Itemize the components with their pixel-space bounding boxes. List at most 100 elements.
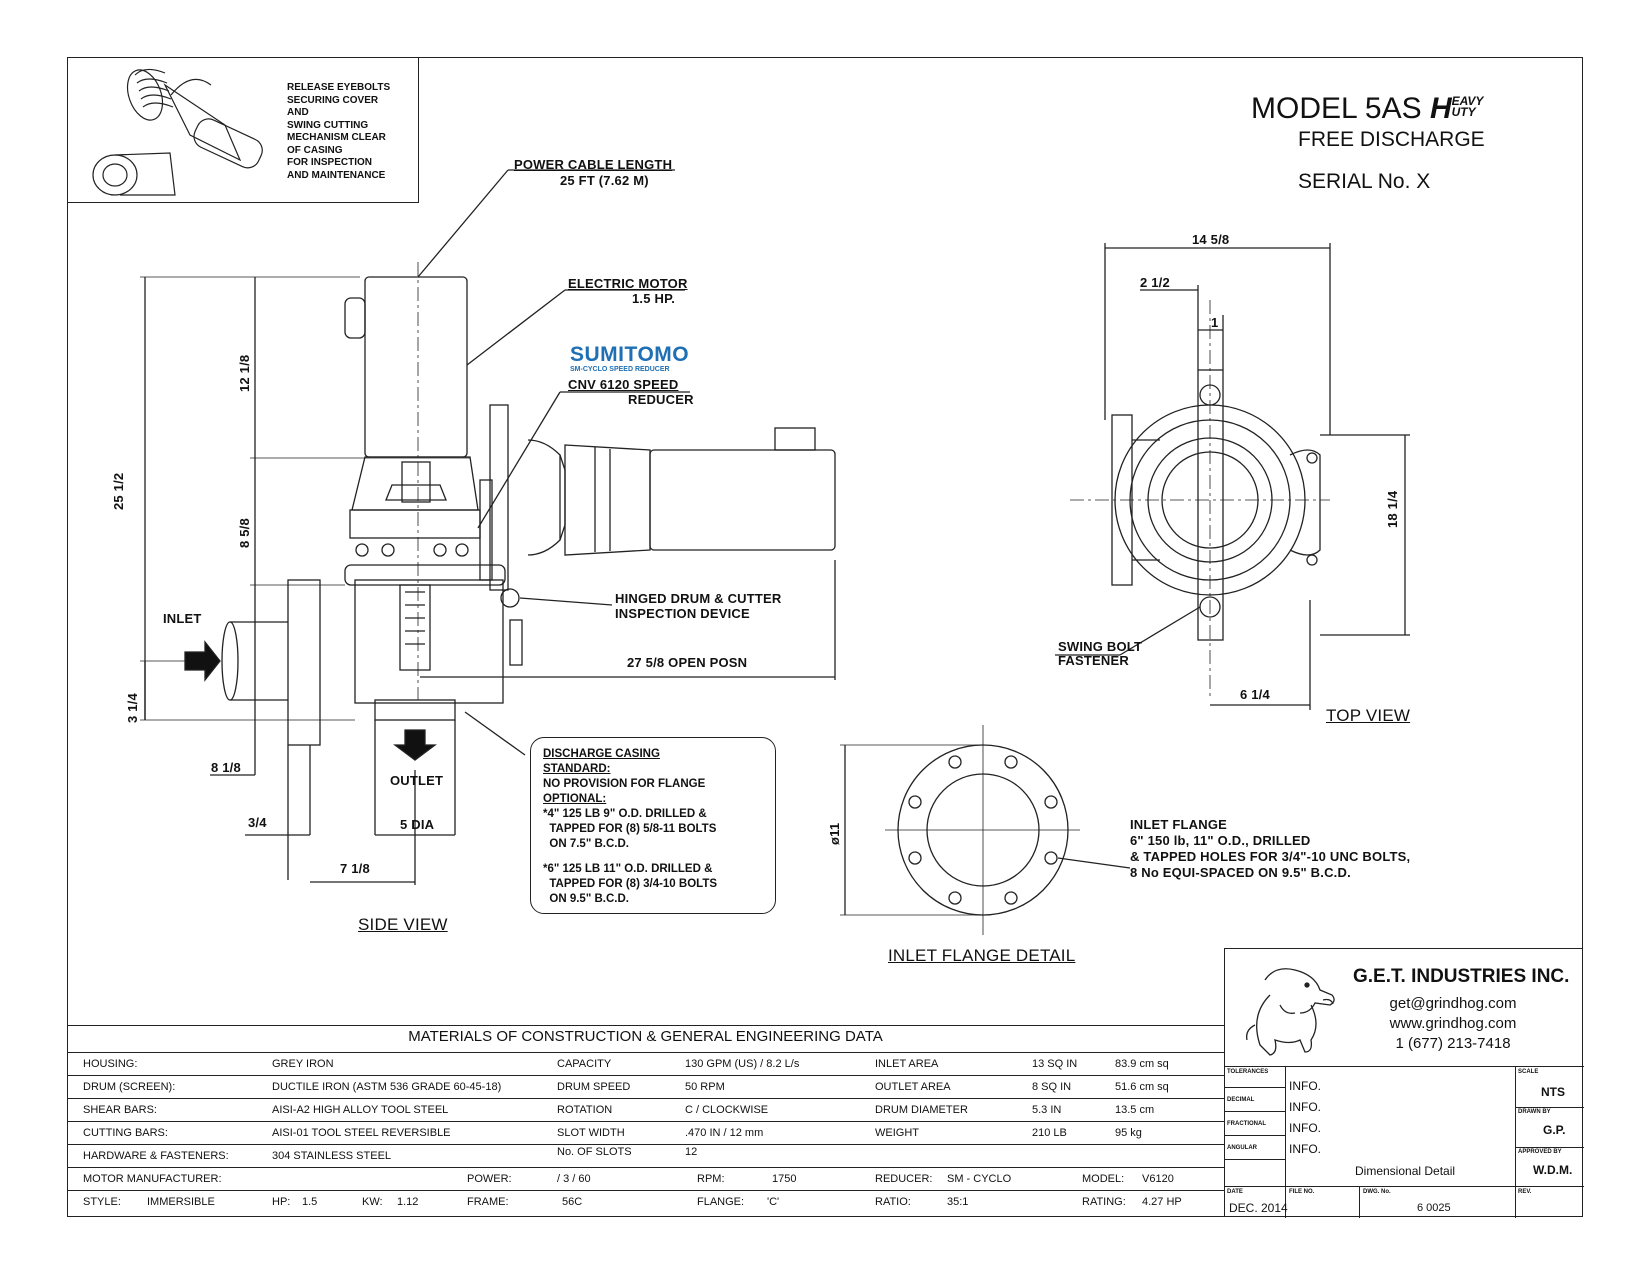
- dim-8-1-8: 8 1/8: [211, 760, 241, 775]
- info-3: INFO.: [1289, 1121, 1321, 1135]
- fractional-label: FRACTIONAL: [1227, 1121, 1266, 1127]
- tb-grid: [1225, 1087, 1285, 1088]
- discharge-casing-note: DISCHARGE CASING STANDARD: NO PROVISION …: [530, 737, 776, 914]
- table-cell: AISI-01 TOOL STEEL REVERSIBLE: [272, 1127, 451, 1139]
- date-value: DEC. 2014: [1229, 1201, 1288, 1215]
- dim-18-1-4: 18 1/4: [1385, 490, 1400, 528]
- discharge-line-8: *6" 125 LB 11" O.D. DRILLED &: [543, 863, 713, 875]
- open-posn-dim: 27 5/8 OPEN POSN: [627, 655, 748, 670]
- reducer-label: CNV 6120 SPEED: [568, 377, 679, 392]
- power-value: / 3 / 60: [557, 1173, 591, 1185]
- table-cell: SLOT WIDTH: [557, 1127, 625, 1139]
- table-cell: DRUM (SCREEN):: [83, 1081, 176, 1093]
- table-row: DRUM (SCREEN): DUCTILE IRON (ASTM 536 GR…: [67, 1076, 1224, 1099]
- discharge-line-6: ON 7.5" B.C.D.: [543, 838, 629, 850]
- top-view-title: TOP VIEW: [1326, 706, 1411, 725]
- tb-grid: [1225, 1186, 1584, 1187]
- scale-value: NTS: [1541, 1085, 1565, 1099]
- drawn-by-value: G.P.: [1543, 1123, 1566, 1137]
- dim-12-1-8: 12 1/8: [237, 354, 252, 392]
- power-cable-label: POWER CABLE LENGTH: [514, 157, 673, 172]
- kw-label: KW:: [362, 1196, 383, 1208]
- flange-diameter: ø11: [827, 822, 842, 845]
- motor-row: MOTOR MANUFACTURER: POWER: / 3 / 60 RPM:…: [67, 1168, 1224, 1191]
- table-cell: HARDWARE & FASTENERS:: [83, 1150, 229, 1162]
- table-cell: 210 LB: [1032, 1127, 1067, 1139]
- dim-3-4: 3/4: [248, 815, 267, 830]
- reducer-label-2: REDUCER: [628, 392, 694, 407]
- company-email: get@grindhog.com: [1389, 995, 1517, 1012]
- info-4: INFO.: [1289, 1142, 1321, 1156]
- table-cell: 83.9 cm sq: [1115, 1058, 1169, 1070]
- power-label: POWER:: [467, 1173, 512, 1185]
- table-cell: HOUSING:: [83, 1058, 138, 1070]
- power-cable-value: 25 FT (7.62 M): [560, 173, 649, 188]
- style-row: STYLE: IMMERSIBLE HP: 1.5 KW: 1.12 FRAME…: [67, 1191, 1224, 1213]
- table-cell: 5.3 IN: [1032, 1104, 1062, 1116]
- motor-value: 1.5 HP.: [632, 291, 676, 306]
- dwg-no-value: 6 0025: [1417, 1202, 1451, 1214]
- table-cell: OUTLET AREA: [875, 1081, 951, 1093]
- discharge-line-5: TAPPED FOR (8) 5/8-11 BOLTS: [543, 823, 717, 835]
- table-cell: 304 STAINLESS STEEL: [272, 1150, 392, 1162]
- inlet-label: INLET: [163, 611, 202, 626]
- motor-mfr-label: MOTOR MANUFACTURER:: [83, 1173, 222, 1185]
- drawing-description: Dimensional Detail: [1355, 1164, 1456, 1178]
- approved-by-label: APPROVED BY: [1518, 1149, 1562, 1155]
- table-cell: No. OF SLOTS: [557, 1146, 632, 1158]
- table-cell: .470 IN / 12 mm: [685, 1127, 764, 1139]
- hp-value: 1.5: [302, 1196, 318, 1208]
- tb-grid: [1285, 1066, 1286, 1218]
- table-cell: 8 SQ IN: [1032, 1081, 1072, 1093]
- inset-box: RELEASE EYEBOLTS SECURING COVER AND SWIN…: [67, 57, 419, 203]
- inlet-flange-title: INLET FLANGE DETAIL: [888, 946, 1076, 965]
- angular-label: ANGULAR: [1227, 1145, 1257, 1151]
- tb-grid: [1515, 1147, 1584, 1148]
- table-cell: 12: [685, 1146, 698, 1158]
- table-cell: GREY IRON: [272, 1058, 334, 1070]
- tb-grid: [1225, 1135, 1285, 1136]
- drawn-by-label: DRAWN BY: [1518, 1109, 1551, 1115]
- hinged-label: HINGED DRUM & CUTTER: [615, 591, 782, 606]
- hp-label: HP:: [272, 1196, 291, 1208]
- table-cell: SHEAR BARS:: [83, 1104, 157, 1116]
- inlet-flange-line3: & TAPPED HOLES FOR 3/4"-10 UNC BOLTS,: [1130, 849, 1411, 864]
- table-cell: 50 RPM: [685, 1081, 725, 1093]
- reducer-value: SM - CYCLO: [947, 1173, 1012, 1185]
- kw-value: 1.12: [397, 1196, 419, 1208]
- tb-grid: [1515, 1107, 1584, 1108]
- inlet-flange-line1: INLET FLANGE: [1130, 817, 1228, 832]
- discharge-line-4: *4" 125 LB 9" O.D. DRILLED &: [543, 808, 707, 820]
- ratio-label: RATIO:: [875, 1196, 911, 1208]
- decimal-label: DECIMAL: [1227, 1097, 1255, 1103]
- dwg-no-label: DWG. No.: [1363, 1189, 1391, 1195]
- discharge-line-10: ON 9.5" B.C.D.: [543, 893, 629, 905]
- dim-1: 1: [1211, 315, 1219, 330]
- table-cell: 51.6 cm sq: [1115, 1081, 1169, 1093]
- title-block: G.E.T. INDUSTRIES INC. get@grindhog.com …: [1224, 948, 1584, 1218]
- style-label: STYLE:: [83, 1196, 121, 1208]
- tb-grid: [1225, 1066, 1584, 1067]
- dim-5-dia: 5 DIA: [400, 817, 435, 832]
- tb-grid: [1515, 1066, 1516, 1218]
- company-name: G.E.T. INDUSTRIES INC.: [1353, 966, 1570, 987]
- dim-7-1-8: 7 1/8: [340, 861, 370, 876]
- ratio-value: 35:1: [947, 1196, 969, 1208]
- sumitomo-logo: SUMITOMO: [570, 343, 690, 366]
- sumitomo-sub: SM-CYCLO SPEED REDUCER: [570, 366, 670, 373]
- company-phone: 1 (677) 213-7418: [1395, 1035, 1511, 1052]
- materials-title: MATERIALS OF CONSTRUCTION & GENERAL ENGI…: [408, 1028, 883, 1045]
- scale-label: SCALE: [1518, 1069, 1539, 1075]
- table-row: HOUSING: GREY IRON CAPACITY 130 GPM (US)…: [67, 1053, 1224, 1076]
- swing-mechanism-sketch: [92, 68, 263, 196]
- flange-label: FLANGE:: [697, 1196, 745, 1208]
- table-cell: WEIGHT: [875, 1127, 919, 1139]
- inlet-flange-line2: 6" 150 lb, 11" O.D., DRILLED: [1130, 833, 1311, 848]
- side-view-title: SIDE VIEW: [358, 915, 448, 934]
- materials-table: HOUSING: GREY IRON CAPACITY 130 GPM (US)…: [67, 1052, 1224, 1213]
- approved-by-value: W.D.M.: [1533, 1163, 1573, 1177]
- dim-14-5-8: 14 5/8: [1192, 232, 1230, 247]
- rpm-label: RPM:: [697, 1173, 725, 1185]
